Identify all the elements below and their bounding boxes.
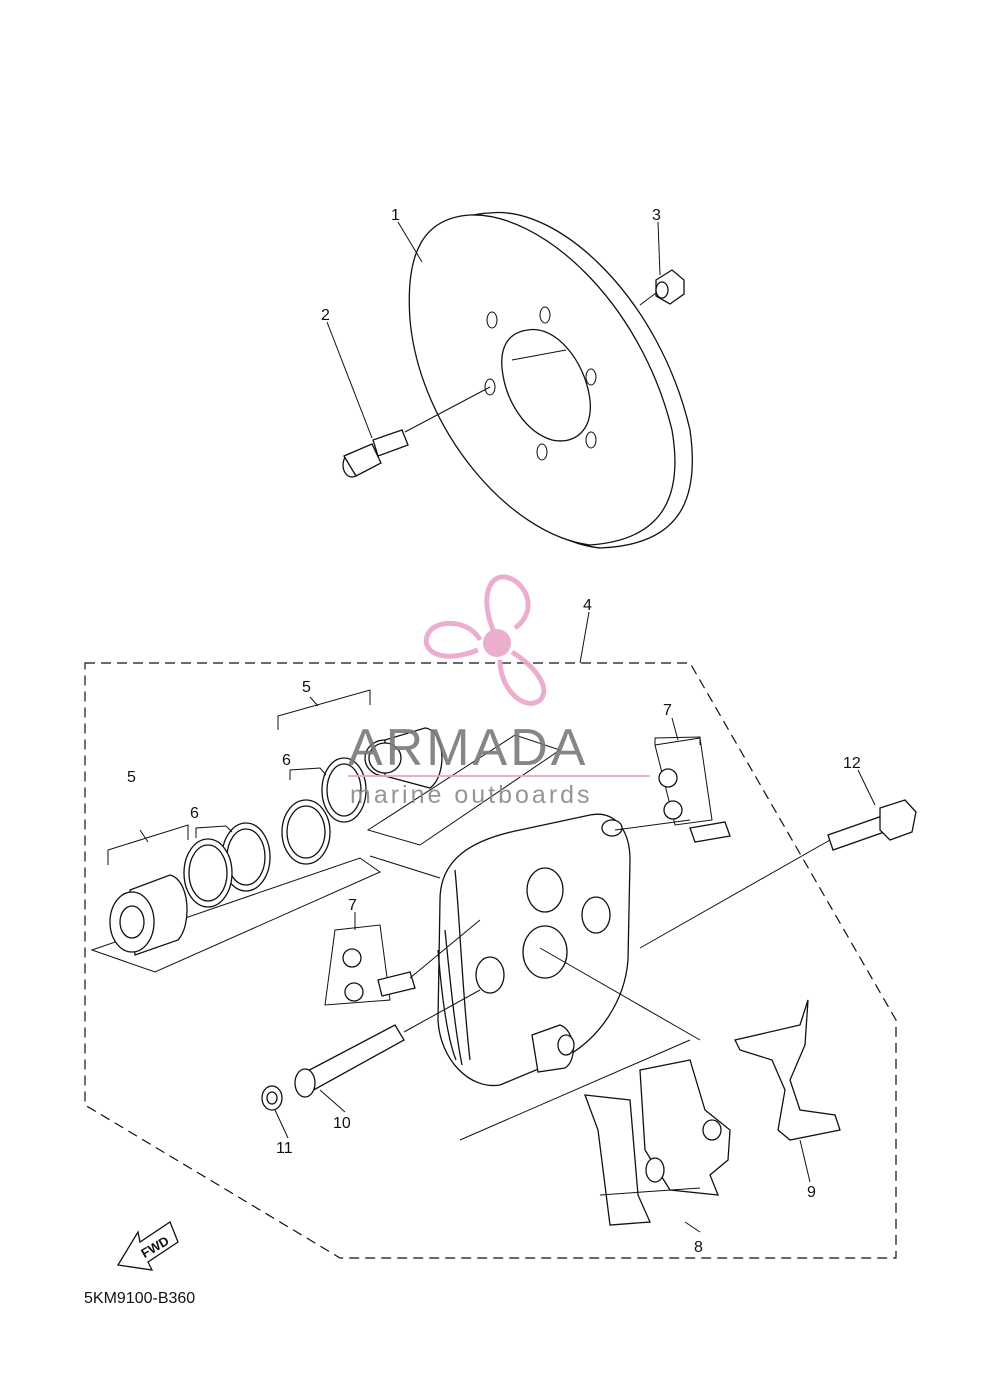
callout-10: 10 [333, 1115, 351, 1132]
propeller-hub-icon [483, 629, 511, 657]
caliper-assembly-outline [84, 662, 897, 1259]
piston-set-lower [90, 822, 382, 973]
callout-3: 3 [652, 207, 661, 224]
disc-nut [639, 269, 685, 306]
callout-6-lower: 6 [190, 805, 199, 822]
caliper-body [369, 813, 831, 1141]
fwd-arrow-icon: FWD [116, 1221, 179, 1271]
callout-2: 2 [321, 307, 330, 324]
callout-labels: 1 2 3 4 5 5 6 6 7 7 8 9 10 11 12 [127, 207, 861, 1256]
callout-9: 9 [807, 1184, 816, 1201]
pad-spring [734, 999, 841, 1141]
brake-disc [408, 211, 693, 549]
callout-8: 8 [694, 1239, 703, 1256]
callout-5-lower: 5 [127, 769, 136, 786]
pin-boot [261, 1085, 283, 1111]
leader-lines [107, 221, 876, 1233]
callout-11: 11 [276, 1140, 293, 1157]
callout-12: 12 [843, 755, 861, 772]
callout-5-upper: 5 [302, 679, 311, 696]
bleed-screw-lower [324, 919, 481, 1006]
watermark-subtitle: marine outboards [350, 781, 593, 809]
watermark: ARMADA marine outboards [348, 574, 650, 809]
diagram-code: 5KM9100-B360 [84, 1290, 195, 1307]
callout-4: 4 [583, 597, 592, 614]
caliper-bolt [827, 799, 917, 851]
bleed-screw-upper [614, 737, 731, 843]
caliper-pin [294, 989, 481, 1098]
watermark-title: ARMADA [348, 719, 588, 777]
piston-set-upper [281, 727, 562, 865]
callout-6-upper: 6 [282, 752, 291, 769]
callout-7-lower: 7 [348, 897, 357, 914]
brake-pads [584, 1059, 731, 1226]
propeller-logo-icon [423, 574, 547, 706]
callout-7-upper: 7 [663, 702, 672, 719]
callout-1: 1 [391, 207, 400, 224]
disc-bolt [342, 386, 491, 478]
